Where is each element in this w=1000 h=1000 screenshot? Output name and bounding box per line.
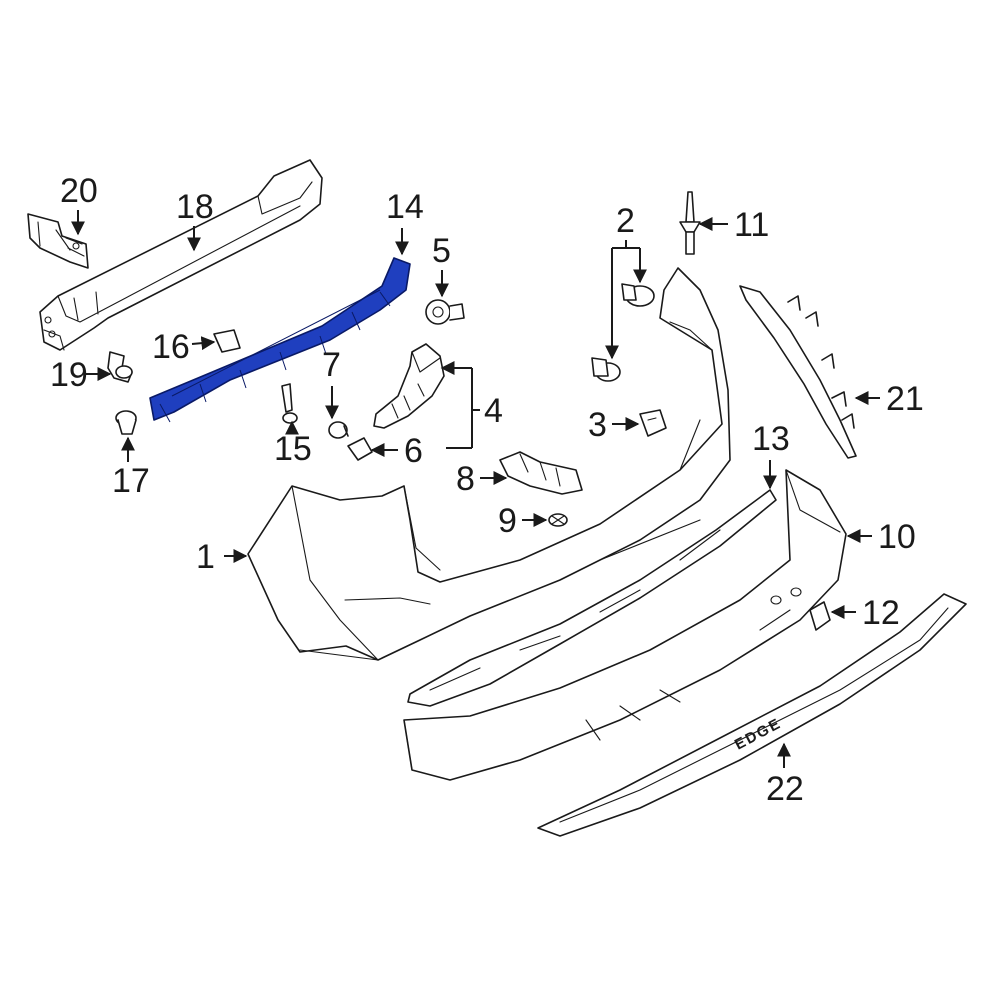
part-7-nut[interactable] xyxy=(328,421,349,439)
callout-16[interactable]: 16 xyxy=(152,328,190,366)
part-21-molding[interactable] xyxy=(739,285,857,459)
callout-7[interactable]: 7 xyxy=(322,346,341,384)
callout-8[interactable]: 8 xyxy=(456,460,475,498)
callout-1[interactable]: 1 xyxy=(196,538,215,576)
callout-10[interactable]: 10 xyxy=(878,518,916,556)
callout-15[interactable]: 15 xyxy=(274,430,312,468)
part-16-clip[interactable] xyxy=(213,329,241,353)
callout-5[interactable]: 5 xyxy=(432,232,451,270)
part-15-screw[interactable] xyxy=(281,383,298,424)
part-5-push-pin[interactable] xyxy=(425,299,465,325)
part-4-side-bracket[interactable] xyxy=(373,343,445,429)
callout-2[interactable]: 2 xyxy=(616,202,635,240)
part-2-push-pins[interactable] xyxy=(591,283,655,382)
part-20-bracket[interactable] xyxy=(27,213,89,269)
callout-3[interactable]: 3 xyxy=(588,406,607,444)
part-3-clip[interactable] xyxy=(639,409,667,437)
callout-4[interactable]: 4 xyxy=(484,392,503,430)
part-13-trim-strip[interactable] xyxy=(407,489,777,707)
part-6-retainer[interactable] xyxy=(347,437,373,461)
leader-2 xyxy=(611,240,641,358)
part-22-scuff-plate[interactable]: EDGE xyxy=(537,593,967,837)
part-19-bolt[interactable] xyxy=(107,351,133,383)
part-12-cap[interactable] xyxy=(809,601,831,631)
callouts: 1 2 3 4 5 6 7 8 9 10 11 12 13 14 15 xyxy=(50,172,924,808)
part-1-bumper-cover[interactable] xyxy=(247,267,731,661)
callout-14[interactable]: 14 xyxy=(386,188,424,226)
callout-22[interactable]: 22 xyxy=(766,770,804,808)
callout-11[interactable]: 11 xyxy=(734,206,769,244)
part-18-reinforcement-beam[interactable] xyxy=(39,159,323,351)
part-14-energy-absorber[interactable] xyxy=(149,257,411,423)
part-10-valance[interactable] xyxy=(403,469,847,781)
callout-13[interactable]: 13 xyxy=(752,420,790,458)
part-9-screw[interactable] xyxy=(548,513,568,527)
callout-21[interactable]: 21 xyxy=(886,380,924,418)
leader-4 xyxy=(446,367,480,449)
part-8-lower-bracket[interactable] xyxy=(499,451,583,495)
callout-12[interactable]: 12 xyxy=(862,594,900,632)
part-11-rivet[interactable] xyxy=(679,191,701,255)
part-17-push-pin[interactable] xyxy=(115,410,137,435)
callout-19[interactable]: 19 xyxy=(50,356,88,394)
callout-18[interactable]: 18 xyxy=(176,188,214,226)
callout-6[interactable]: 6 xyxy=(404,432,423,470)
leader-16 xyxy=(191,336,216,351)
callout-20[interactable]: 20 xyxy=(60,172,98,210)
callout-9[interactable]: 9 xyxy=(498,502,517,540)
callout-17[interactable]: 17 xyxy=(112,462,150,500)
